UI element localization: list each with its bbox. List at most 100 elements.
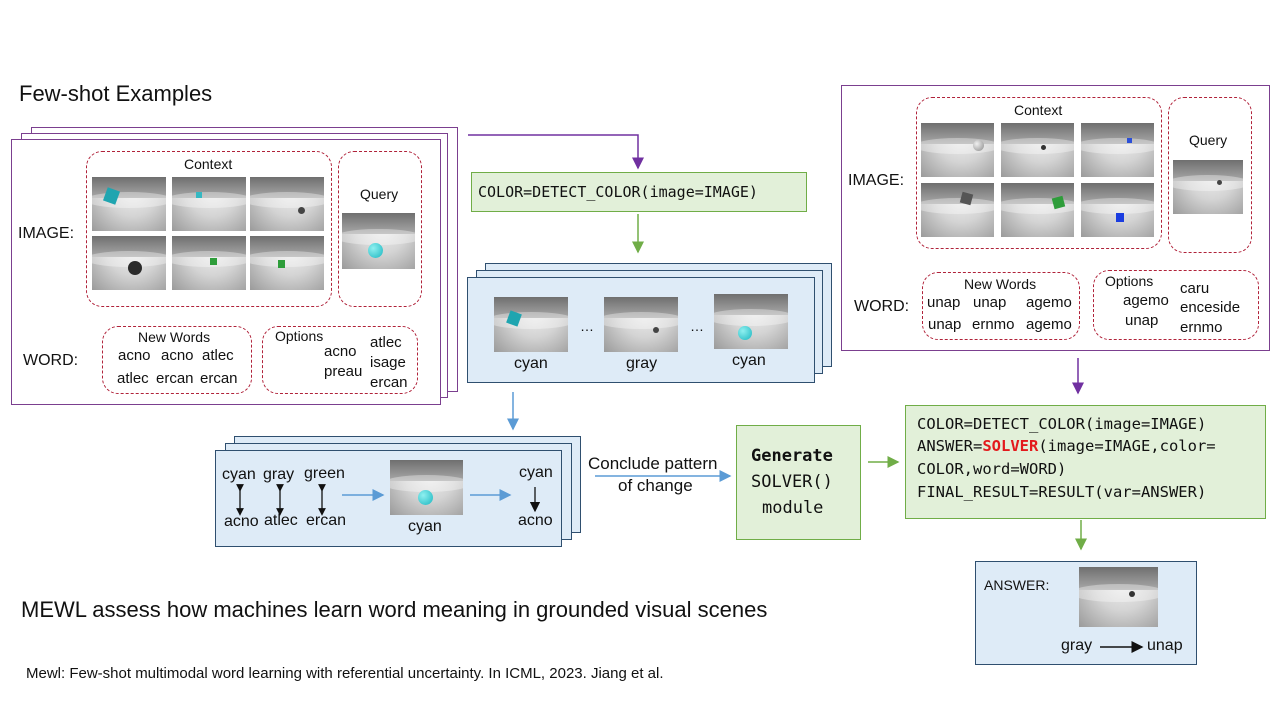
generate-line: SOLVER()	[751, 472, 833, 492]
context-image	[250, 177, 324, 231]
answer-from: gray	[1061, 637, 1093, 654]
context-image	[92, 236, 166, 290]
context-image	[1081, 123, 1154, 177]
new-word: unap	[928, 316, 962, 333]
context-image	[1001, 183, 1074, 237]
options-group	[1093, 270, 1259, 340]
new-words-label: New Words	[964, 276, 1037, 292]
answer-image	[1079, 567, 1158, 627]
new-word: ercan	[156, 370, 194, 387]
new-word: unap	[973, 294, 1007, 311]
result-image	[494, 297, 568, 352]
word-label: WORD:	[854, 298, 910, 315]
pattern-color: green	[304, 465, 345, 482]
option-word: caru	[1180, 280, 1210, 297]
options-label: Options	[1105, 273, 1154, 289]
detect-code: COLOR=DETECT_COLOR(image=IMAGE)	[478, 183, 758, 201]
option-word: atlec	[370, 334, 402, 351]
context-image	[250, 236, 324, 290]
new-words-group	[922, 272, 1080, 340]
answer-box: ANSWER: gray unap	[975, 561, 1197, 665]
query-example-card: Context Query IMAGE: WORD: New Words una…	[841, 85, 1270, 351]
context-label: Context	[1014, 102, 1063, 118]
pattern-query-image	[390, 460, 463, 515]
new-word: agemo	[1026, 294, 1072, 311]
pattern-word: acno	[224, 513, 259, 530]
option-word: isage	[370, 354, 406, 371]
query-label: Query	[360, 186, 399, 202]
new-word: ercan	[200, 370, 238, 387]
context-group	[86, 151, 332, 307]
new-word: acno	[118, 347, 151, 364]
result-image	[604, 297, 678, 352]
ellipsis: …	[580, 318, 594, 334]
options-label: Options	[275, 328, 324, 344]
option-word: acno	[324, 343, 357, 360]
option-word: unap	[1125, 312, 1159, 329]
solver-keyword: SOLVER	[982, 437, 1039, 455]
pattern-query-label: cyan	[408, 518, 442, 535]
context-image	[172, 236, 246, 290]
query-image	[1173, 160, 1243, 214]
generate-line: Generate	[751, 446, 833, 466]
context-image	[172, 177, 246, 231]
program-answer-prefix: ANSWER=	[917, 437, 983, 455]
result-label: cyan	[514, 355, 548, 372]
context-image	[921, 123, 994, 177]
option-word: preau	[324, 363, 363, 380]
image-label: IMAGE:	[18, 225, 75, 242]
new-word: atlec	[117, 370, 149, 387]
generate-box: Generate SOLVER() module	[736, 425, 861, 540]
ellipsis: …	[690, 318, 704, 334]
citation: Mewl: Few-shot multimodal word learning …	[26, 665, 664, 682]
context-image	[921, 183, 994, 237]
context-image	[92, 177, 166, 231]
conclude-label: of change	[618, 476, 693, 495]
image-label: IMAGE:	[848, 172, 905, 189]
query-group	[338, 151, 422, 307]
example-card-front: Context Query IMAGE: WORD: New Words acn…	[11, 139, 441, 405]
answer-to: unap	[1147, 637, 1183, 654]
context-image	[1081, 183, 1154, 237]
new-words-group	[102, 326, 252, 394]
results-card-front: … … cyan gray cyan	[467, 277, 815, 383]
answer-label: ANSWER:	[984, 577, 1050, 593]
detect-code-box: COLOR=DETECT_COLOR(image=IMAGE)	[471, 172, 807, 212]
context-label: Context	[184, 156, 233, 172]
option-word: ercan	[370, 374, 408, 391]
context-group	[916, 97, 1162, 249]
pattern-word: atlec	[264, 512, 298, 529]
program-answer-suffix: (image=IMAGE,color=	[1038, 437, 1216, 455]
result-label: cyan	[732, 352, 766, 369]
option-word: enceside	[1180, 299, 1241, 316]
program-line: COLOR,word=WORD)	[917, 460, 1067, 478]
generate-line: module	[762, 498, 824, 518]
program-line: ANSWER=SOLVER(image=IMAGE,color=	[917, 437, 1216, 455]
pattern-arrows	[236, 484, 541, 516]
pattern-result-color: cyan	[519, 464, 553, 481]
pattern-color: cyan	[222, 466, 256, 483]
pattern-card-front: cyan gray green acno atlec ercan cyan cy…	[215, 450, 562, 547]
pattern-color: gray	[263, 466, 295, 483]
conclude-label: Conclude pattern	[588, 454, 718, 473]
new-words-label: New Words	[138, 329, 211, 345]
option-word: agemo	[1123, 292, 1169, 309]
program-line: FINAL_RESULT=RESULT(var=ANSWER)	[917, 483, 1207, 501]
new-word: agemo	[1026, 316, 1072, 333]
program-box: COLOR=DETECT_COLOR(image=IMAGE) ANSWER=S…	[905, 405, 1266, 519]
option-word: ernmo	[1180, 319, 1223, 336]
pattern-result-word: acno	[518, 512, 553, 529]
query-image	[342, 213, 415, 269]
program-line: COLOR=DETECT_COLOR(image=IMAGE)	[917, 415, 1207, 433]
answer-arrow	[1100, 641, 1144, 653]
query-group	[1168, 97, 1252, 253]
result-label: gray	[626, 355, 658, 372]
arrow-examples-to-detect	[468, 134, 644, 170]
options-group	[262, 326, 418, 394]
new-word: acno	[161, 347, 194, 364]
tagline: MEWL assess how machines learn word mean…	[21, 597, 768, 622]
result-image	[714, 294, 788, 349]
page-title: Few-shot Examples	[19, 81, 213, 106]
query-label: Query	[1189, 132, 1228, 148]
